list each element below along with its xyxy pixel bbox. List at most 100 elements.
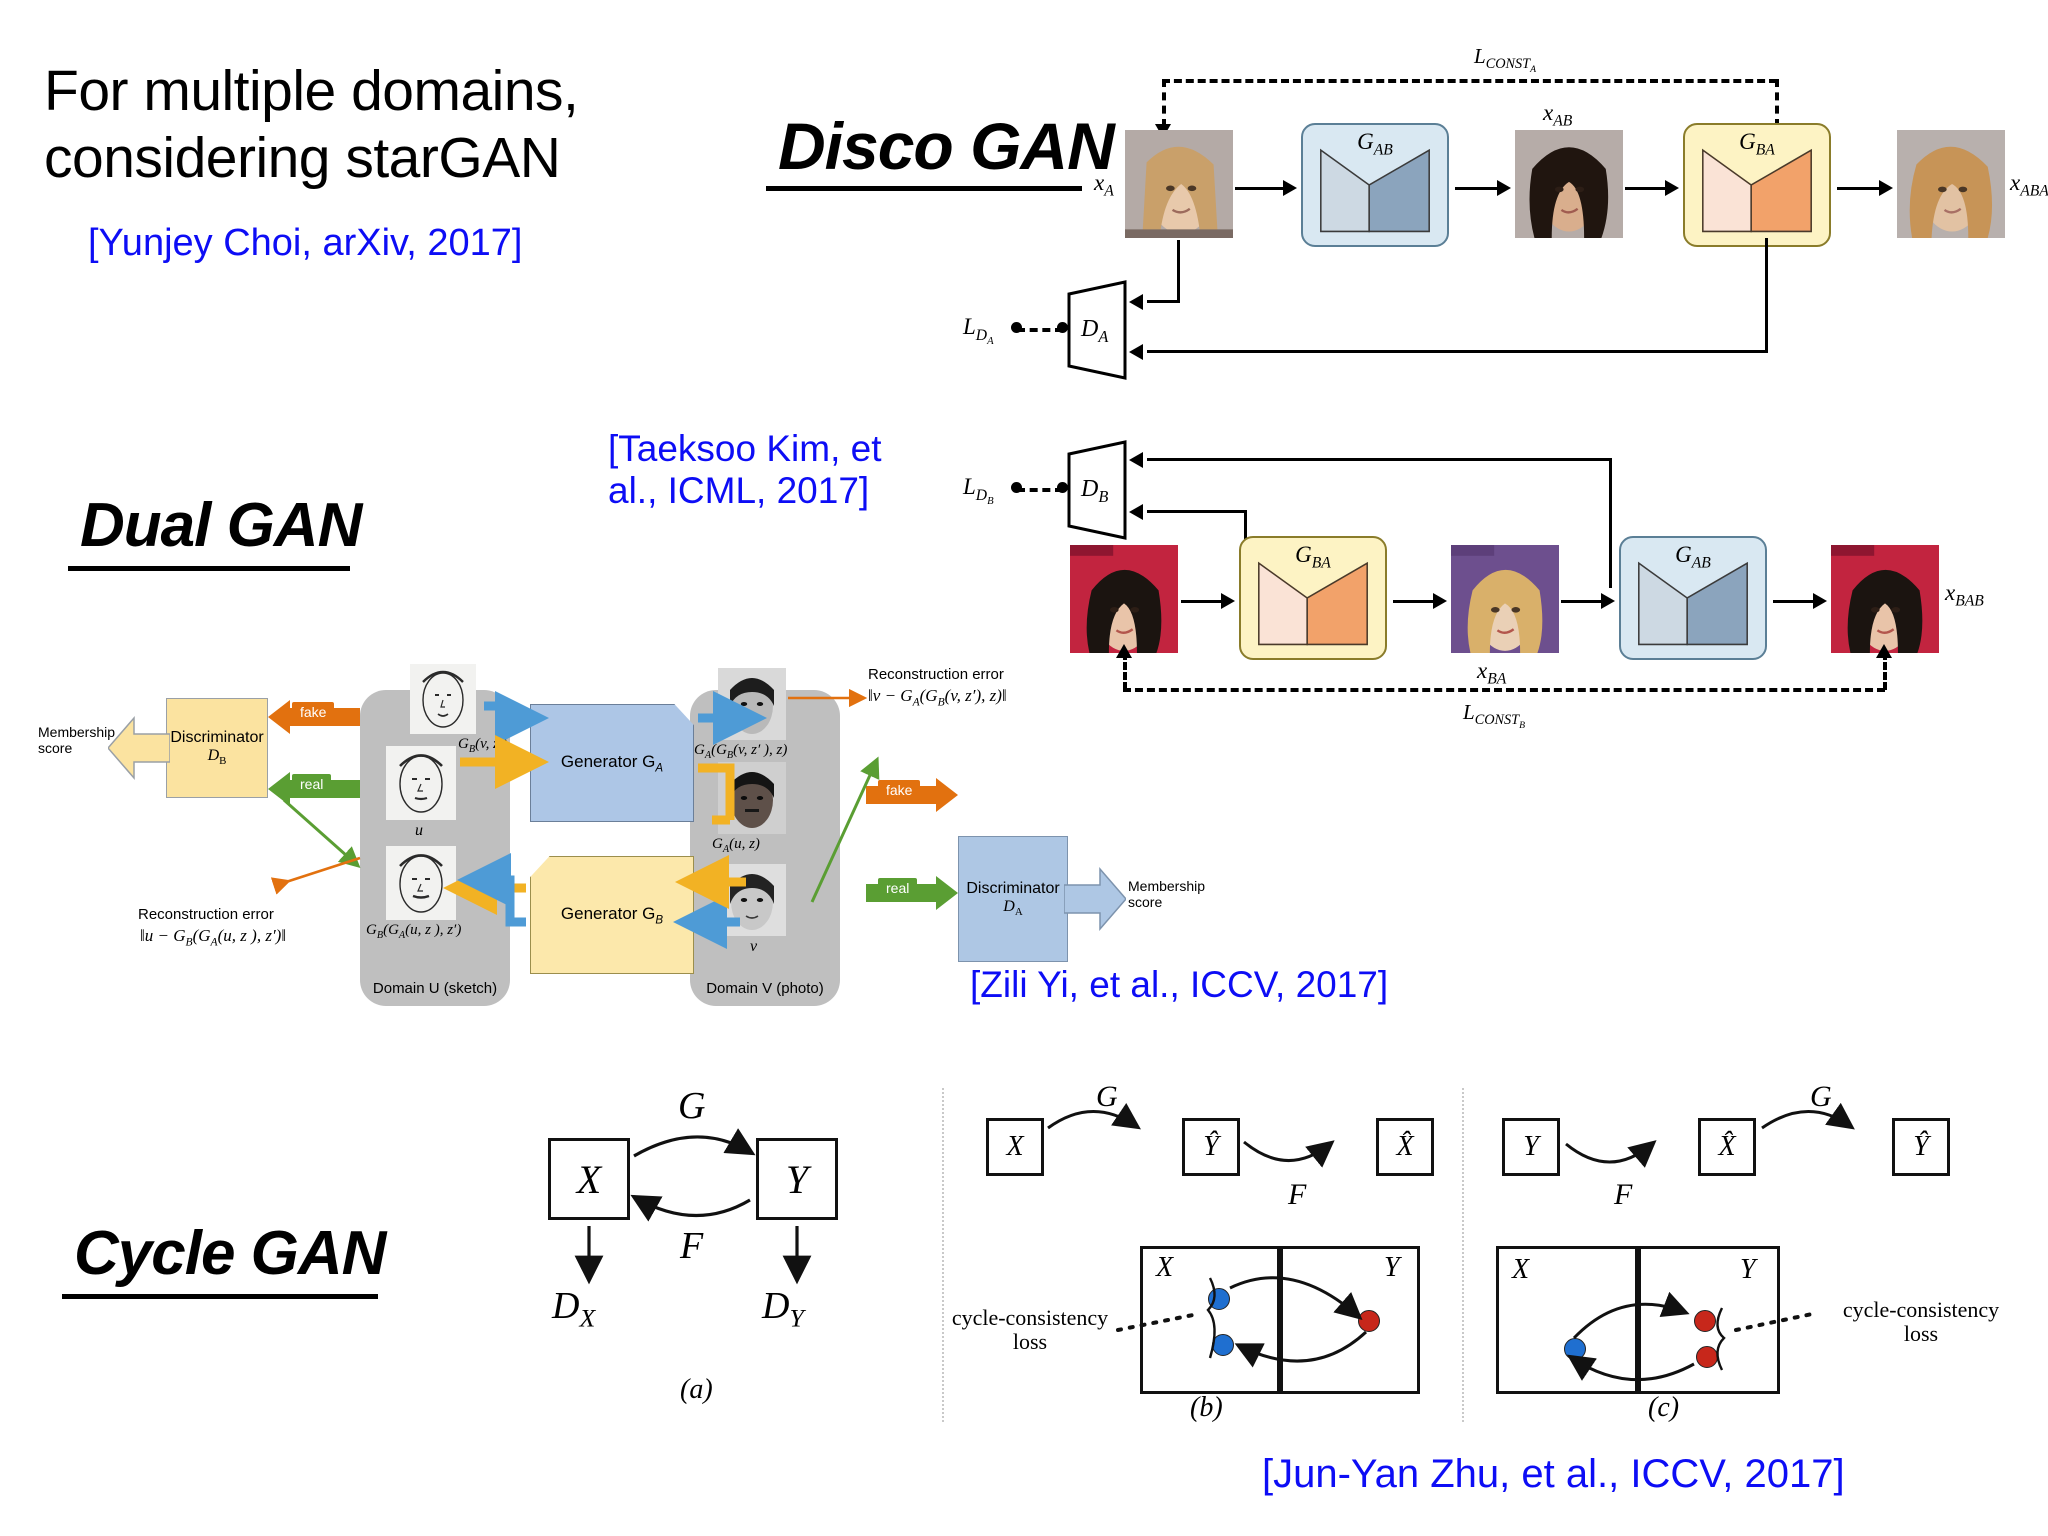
cycle-gan-title: Cycle GAN xyxy=(74,1219,386,1288)
l-const-a-dashed-right-vertical xyxy=(1775,79,1779,127)
xba-to-db-horz xyxy=(1147,458,1612,461)
l-const-b-arrowhead-left xyxy=(1116,644,1132,658)
discriminator-da-dual: Discriminator DA xyxy=(958,836,1068,962)
panel-b-caption: (b) xyxy=(1190,1392,1223,1423)
xab-to-da-vert xyxy=(1765,238,1768,353)
panel-c-loss-label: cycle-consistency loss xyxy=(1842,1297,2000,1347)
discriminator-db-dual: Discriminator DB xyxy=(166,698,268,798)
panel-b-arrows xyxy=(1047,1103,1335,1168)
panel-c-caption: (c) xyxy=(1648,1392,1680,1423)
panel-a-arrow-f-label: F xyxy=(680,1225,704,1267)
generator-gba-bottom-label: GBA xyxy=(1295,542,1331,572)
discriminator-da: DA xyxy=(1055,280,1135,380)
face-image-x-a xyxy=(1125,130,1233,238)
arrow-gba-to-xba-line xyxy=(1393,600,1435,603)
l-db-dashed-line xyxy=(1017,488,1063,492)
label-ga-gb-v: GA(GB(v, z′ ), z) xyxy=(694,742,788,761)
l-da-dot-right xyxy=(1057,322,1068,333)
real-tag-right: real xyxy=(878,878,918,898)
xa-to-da-horz xyxy=(1147,300,1180,303)
sketch-gb-v xyxy=(410,664,476,734)
xba-to-db-arrowhead xyxy=(1129,452,1143,468)
panel-b-set-y xyxy=(1280,1246,1420,1394)
disco-gan-title: Disco GAN xyxy=(778,109,1115,183)
panel-c-arrow-g-label: G xyxy=(1810,1080,1832,1113)
arrow-gab-to-xbab-head xyxy=(1813,593,1827,609)
panel-c-box-y: Y xyxy=(1502,1118,1560,1176)
discriminator-db-label: DB xyxy=(1081,476,1109,506)
dualgan-citation: [Zili Yi, et al., ICCV, 2017] xyxy=(970,964,1389,1005)
generator-ga-label: Generator GA xyxy=(560,751,664,775)
l-const-a-dashed-left-vertical xyxy=(1162,79,1166,127)
panel-a-box-x: X xyxy=(548,1138,630,1220)
l-const-b-dashed-horizontal xyxy=(1123,688,1885,692)
arrow-gba-to-xba-head xyxy=(1433,593,1447,609)
cyclegan-citation: [Jun-Yan Zhu, et al., ICCV, 2017] xyxy=(1262,1452,1845,1496)
photo-ga-u xyxy=(718,762,786,834)
dual-gan-title: Dual GAN xyxy=(80,491,362,560)
label-gb-v: GB(v, z′) xyxy=(458,736,508,755)
xb-to-db-arrowhead xyxy=(1129,504,1143,520)
arrow-gab-to-xab-line xyxy=(1455,187,1499,190)
domain-v-label: Domain V (photo) xyxy=(706,980,824,997)
label-x-aba: xABA xyxy=(2010,170,2048,200)
arrow-gba-to-xaba-head xyxy=(1879,180,1893,196)
xb-to-db-vert xyxy=(1244,510,1247,550)
membership-score-left: Membership score xyxy=(38,724,116,756)
recon-error-right-title: Reconstruction error xyxy=(868,666,1004,683)
panel-b-set-y-label: Y xyxy=(1384,1252,1400,1283)
l-da-dashed-line xyxy=(1017,328,1063,332)
cycle-gan-title-underline xyxy=(62,1294,378,1299)
label-x-ab: xAB xyxy=(1543,100,1573,130)
generator-gab-top: GAB xyxy=(1301,123,1449,247)
panel-c-set-y-label: Y xyxy=(1740,1254,1756,1285)
generator-gba-bottom: GBA xyxy=(1239,536,1387,660)
panel-b-arrow-g-label: G xyxy=(1096,1080,1118,1113)
l-const-b-arrowhead-right xyxy=(1876,644,1892,658)
membership-score-right: Membership score xyxy=(1128,878,1206,910)
l-da-dot-left xyxy=(1011,322,1022,333)
arrow-xab-to-gba-line xyxy=(1625,187,1667,190)
photo-v xyxy=(718,864,786,936)
generator-ga: Generator GA xyxy=(530,704,694,822)
xab-to-da-arrowhead xyxy=(1129,344,1143,360)
label-u: u xyxy=(415,822,423,839)
stargan-citation: [Yunjey Choi, arXiv, 2017] xyxy=(88,222,523,264)
dual-gan-title-underline xyxy=(68,566,350,571)
generator-gab-top-label: GAB xyxy=(1357,129,1393,159)
generator-gb-label: Generator GB xyxy=(560,903,664,927)
panel-a-disc-y-label: DY xyxy=(762,1285,804,1333)
label-l-const-b: LCONSTB xyxy=(1463,700,1526,732)
membership-arrow-left xyxy=(107,712,171,784)
real-tag-left: real xyxy=(292,774,332,794)
arrow-gab-to-xab-head xyxy=(1497,180,1511,196)
panel-c-box-yhat: Ŷ xyxy=(1892,1118,1950,1176)
cyclegan-diagram: X Y G F DX DY (a) X Ŷ X̂ G F X Y xyxy=(500,1080,2048,1482)
panel-a-arrows xyxy=(574,1128,812,1285)
arrow-xb-to-gba-line xyxy=(1181,600,1223,603)
recon-error-right-formula: ‖v − GA(GB(v, z′), z)‖ xyxy=(868,686,1007,709)
discogan-diagram: LCONSTA xA GAB xyxy=(963,40,2048,731)
recon-error-left-formula: ‖u − GB(GA(u, z ), z′)‖ xyxy=(140,926,287,949)
xa-to-da-vert xyxy=(1177,240,1180,302)
discriminator-da-dual-name: Discriminator xyxy=(966,879,1060,897)
l-db-dot-left xyxy=(1011,482,1022,493)
page-headline: For multiple domains, considering starGA… xyxy=(44,59,579,190)
domain-u-label: Domain U (sketch) xyxy=(372,980,498,997)
label-ga-u: GA(u, z) xyxy=(712,836,760,855)
face-image-x-ba xyxy=(1451,545,1559,653)
xa-to-da-arrowhead xyxy=(1129,294,1143,310)
arrow-gba-to-xaba-line xyxy=(1837,187,1881,190)
dualgan-diagram: Domain U (sketch) GB(v, z′) u xyxy=(38,650,1205,1070)
generator-gab-bottom-label: GAB xyxy=(1675,542,1711,572)
arrow-xba-to-gab-head xyxy=(1601,593,1615,609)
generator-gba-top-label: GBA xyxy=(1739,129,1775,159)
panel-c-set-x-label: X xyxy=(1512,1254,1530,1285)
face-image-x-b xyxy=(1070,545,1178,653)
discriminator-db-dual-name: Discriminator xyxy=(170,728,264,746)
discriminator-db: DB xyxy=(1055,440,1135,540)
discriminator-da-dual-symbol: DA xyxy=(1003,897,1023,919)
generator-gb: Generator GB xyxy=(530,856,694,974)
generator-gba-top: GBA xyxy=(1683,123,1831,247)
sketch-u xyxy=(386,746,456,820)
